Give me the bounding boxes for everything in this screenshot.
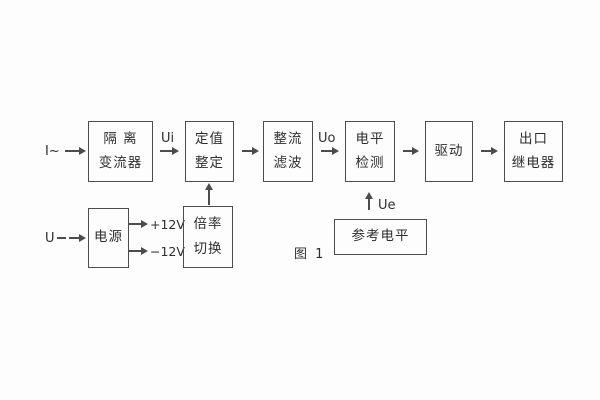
input-voltage-label: U bbox=[45, 231, 55, 246]
input-current-label: I~ bbox=[45, 144, 60, 159]
arrow-current-input bbox=[65, 150, 79, 152]
block-label: 整流 bbox=[273, 130, 303, 147]
block-label: 隔 离 bbox=[103, 130, 138, 147]
signal-ue-label: Ue bbox=[378, 198, 396, 213]
block-rectifier-filter: 整流 滤波 bbox=[263, 121, 313, 182]
block-label: 电源 bbox=[94, 229, 123, 246]
signal-uo-label: Uo bbox=[318, 131, 336, 146]
block-setting-adjustment: 定值 整定 bbox=[185, 121, 234, 182]
block-label: 参考电平 bbox=[351, 228, 410, 245]
block-label: 驱动 bbox=[434, 142, 464, 159]
arrow-setting-to-rectifier bbox=[242, 150, 252, 152]
arrow-ratio-to-setting bbox=[208, 190, 210, 205]
block-reference-level: 参考电平 bbox=[334, 219, 427, 255]
block-label: 出口 bbox=[519, 130, 548, 147]
block-label: 倍率 bbox=[193, 216, 223, 232]
block-level-detector: 电平 检测 bbox=[345, 121, 395, 182]
arrow-reference-to-level bbox=[368, 199, 370, 210]
block-driver: 驱动 bbox=[425, 121, 473, 182]
block-label: 定值 bbox=[195, 130, 224, 147]
arrow-isolation-to-setting bbox=[160, 150, 172, 152]
block-ratio-switch: 倍率 切换 bbox=[183, 206, 233, 268]
arrow-driver-to-relay bbox=[481, 150, 491, 152]
plus-rail-label: +12V bbox=[150, 217, 185, 232]
block-power-supply: 电源 bbox=[88, 208, 129, 268]
arrow-level-to-driver bbox=[403, 150, 412, 152]
block-label: 变流器 bbox=[98, 155, 143, 171]
figure-caption: 图 1 bbox=[294, 247, 326, 262]
block-label: 检测 bbox=[355, 155, 385, 171]
minus-rail-label: −12V bbox=[150, 244, 185, 259]
block-isolation-transformer: 隔 离 变流器 bbox=[88, 121, 153, 182]
arrow-minus-rail bbox=[129, 250, 141, 252]
input-voltage-dash bbox=[57, 237, 66, 239]
block-label: 电平 bbox=[355, 130, 385, 147]
block-label: 整定 bbox=[195, 155, 224, 171]
block-output-relay: 出口 继电器 bbox=[504, 121, 563, 182]
arrow-voltage-input bbox=[69, 237, 79, 239]
block-label: 滤波 bbox=[273, 155, 303, 171]
arrow-plus-rail bbox=[129, 223, 141, 225]
arrow-rectifier-to-level bbox=[321, 150, 332, 152]
signal-ui-label: Ui bbox=[161, 131, 175, 146]
block-label: 继电器 bbox=[511, 155, 556, 171]
block-label: 切换 bbox=[193, 240, 223, 257]
